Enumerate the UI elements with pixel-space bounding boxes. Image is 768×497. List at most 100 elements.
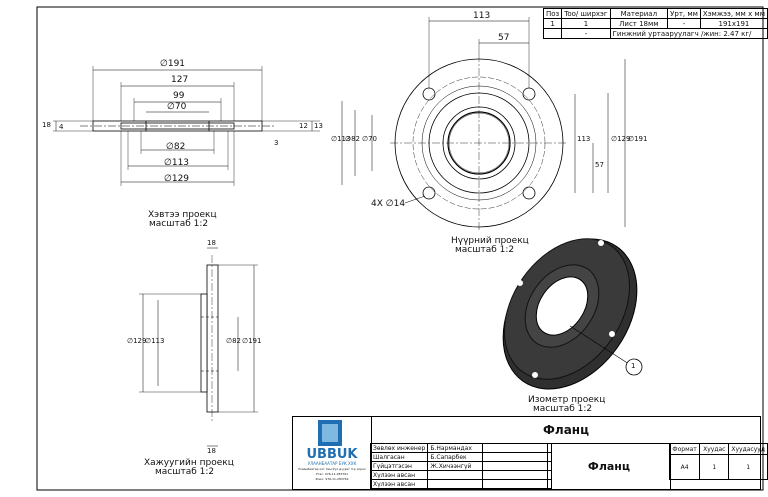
- logo-line: Улаанбаатар хот Хан-Уул дүүрэг 3-р хороо: [298, 467, 366, 471]
- front-view: [341, 17, 626, 232]
- dim-top-3: 3: [274, 139, 279, 147]
- sig-name: [427, 479, 484, 489]
- info-header: Хуудасууд: [728, 443, 768, 455]
- dim-top-d191: ∅191: [160, 59, 186, 69]
- bom-header-row: Поз Too/ ширхэг Материал Урт, мм Хэмжээ,…: [542, 8, 768, 19]
- signature-row: Хүлээн авсан: [369, 470, 553, 480]
- part-balloon: [625, 358, 643, 376]
- dim-top-4: 4: [59, 123, 64, 131]
- dim-side-18-bot: 18: [207, 447, 216, 455]
- iso-view-caption: Изометр проекц: [528, 395, 606, 405]
- dim-top-d113: ∅113: [164, 158, 190, 168]
- logo-area: UBBUK УЛААНБААТАР БУК ХХК Улаанбаатар хо…: [293, 417, 372, 489]
- dim-front-d113: ∅113: [331, 135, 351, 143]
- sig-role: Зөвлөх инженер: [369, 443, 429, 453]
- bom-header: Поз: [542, 8, 563, 19]
- dim-front-d191: ∅191: [628, 135, 648, 143]
- dim-top-18: 18: [42, 121, 51, 129]
- dim-side-18-top: 18: [207, 239, 216, 247]
- part-name: Фланц: [547, 443, 671, 489]
- dim-front-v57: 57: [595, 161, 604, 169]
- info-value: 1: [699, 454, 730, 480]
- sig-role: Шалгасан: [369, 452, 429, 462]
- sig-role: Хүлээн авсан: [369, 479, 429, 489]
- sheet-border: [36, 6, 764, 491]
- bom-cell: 1: [542, 18, 563, 29]
- dim-side-d129: ∅129: [127, 337, 147, 345]
- bom-cell: Лист 18мм: [609, 18, 669, 29]
- info-header: Хуудас: [699, 443, 730, 455]
- sig-name: Б.Нармандах: [427, 443, 484, 453]
- sig-blank: [482, 479, 553, 489]
- side-view: [139, 247, 258, 447]
- dim-front-v113: 113: [577, 135, 591, 143]
- bom-cell: -: [561, 28, 611, 39]
- title-block: UBBUK УЛААНБААТАР БУК ХХК Улаанбаатар хо…: [292, 416, 761, 490]
- sig-blank: [482, 461, 553, 471]
- bom-cell: [542, 28, 563, 39]
- logo-line: Утас: 976-11-283761: [315, 472, 349, 476]
- top-view-caption: Хэвтээ проекц: [148, 210, 217, 220]
- bom-header: Материал: [609, 8, 669, 19]
- dim-top-d70: ∅70: [167, 102, 187, 112]
- dim-side-d82: ∅82: [226, 337, 242, 345]
- bill-of-materials: Поз Too/ ширхэг Материал Урт, мм Хэмжээ,…: [542, 8, 768, 39]
- front-view-scale: масштаб 1:2: [455, 245, 515, 255]
- dim-top-d129: ∅129: [164, 174, 190, 184]
- front-view-caption: Нүүрний проекц: [451, 236, 529, 246]
- dim-top-13: 13: [314, 122, 323, 130]
- logo-subtitle: УЛААНБААТАР БУК ХХК: [307, 461, 357, 466]
- logo-text: UBBUK: [306, 447, 358, 462]
- dim-front-d129: ∅129: [611, 135, 631, 143]
- bom-cell: 191x191: [699, 18, 768, 29]
- bom-header: Too/ ширхэг: [561, 8, 611, 19]
- iso-view-scale: масштаб 1:2: [533, 404, 593, 414]
- dim-top-12: 12: [299, 122, 308, 130]
- bom-cell: -: [667, 18, 701, 29]
- bom-row: - Гинжний уртааруулагч /жин: 2.47 кг/: [542, 28, 768, 39]
- bom-cell: 1: [561, 18, 611, 29]
- dim-top-127: 127: [171, 75, 189, 85]
- dim-side-d191: ∅191: [242, 337, 262, 345]
- balloon-number: 1: [631, 362, 636, 370]
- dim-side-d113: ∅113: [145, 337, 165, 345]
- sig-role: Гүйцэтгэсэн: [369, 461, 429, 471]
- signature-row: Хүлээн авсан: [369, 479, 553, 489]
- bom-header: Хэмжээ, мм х мм: [699, 8, 768, 19]
- iso-view: [502, 238, 643, 390]
- dim-front-d82: ∅82: [345, 135, 361, 143]
- dim-front-holes: 4X ∅14: [371, 199, 406, 209]
- info-header-row: Формат Хуудас Хуудасууд: [668, 443, 768, 455]
- sig-name: [427, 470, 484, 480]
- sig-role: Хүлээн авсан: [369, 470, 429, 480]
- sig-blank: [482, 470, 553, 480]
- top-view-scale: масштаб 1:2: [149, 219, 209, 229]
- sig-name: Б.Сапарбек: [427, 452, 484, 462]
- info-value: 1: [728, 454, 768, 480]
- company-logo-icon: [318, 420, 342, 446]
- bom-header: Урт, мм: [667, 8, 701, 19]
- bom-cell: Гинжний уртааруулагч /жин: 2.47 кг/: [609, 28, 768, 39]
- dim-front-d70: ∅70: [362, 135, 378, 143]
- info-header: Формат: [668, 443, 701, 455]
- drawing-title: Фланц: [371, 417, 761, 444]
- sig-blank: [482, 443, 553, 453]
- sig-blank: [482, 452, 553, 462]
- side-view-scale: масштаб 1:2: [155, 467, 215, 477]
- side-view-caption: Хажуугийн проекц: [144, 458, 234, 468]
- top-view: [53, 66, 320, 186]
- info-value-row: A4 1 1: [668, 454, 768, 480]
- dim-front-57: 57: [498, 33, 510, 43]
- logo-line: Факс: 976-11-283762: [315, 477, 349, 481]
- sig-name: Ж.Хичээнгүй: [427, 461, 484, 471]
- bom-row: 1 1 Лист 18мм - 191x191: [542, 18, 768, 29]
- sheet-info-table: Формат Хуудас Хуудасууд A4 1 1: [668, 443, 768, 480]
- dim-top-99: 99: [173, 91, 185, 101]
- dim-top-d82: ∅82: [166, 142, 186, 152]
